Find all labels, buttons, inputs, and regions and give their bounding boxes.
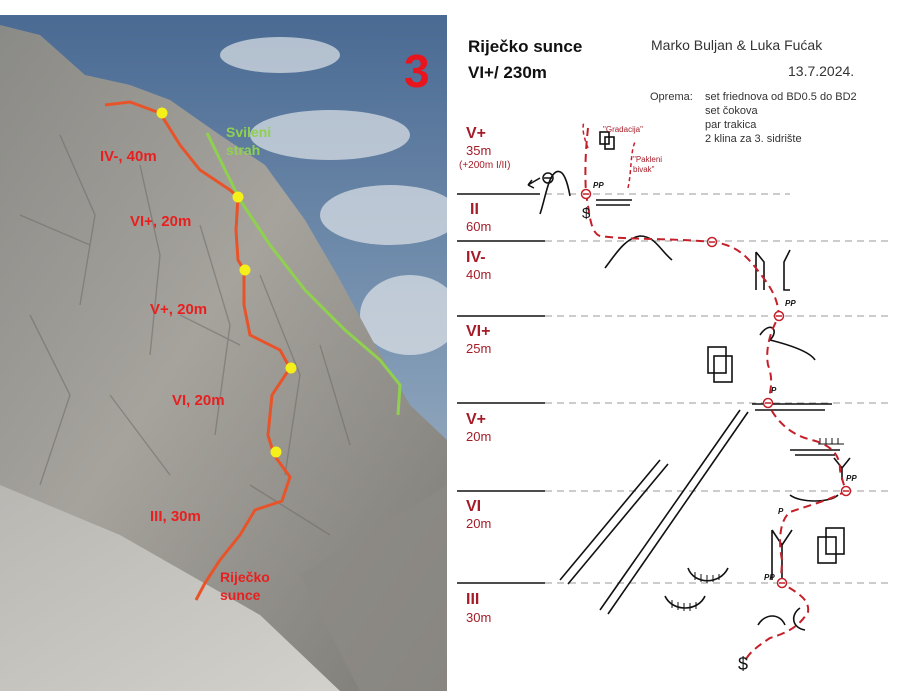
anchor-labels: PP PP P PP P PP <box>593 181 857 582</box>
scree-slope <box>0 485 340 691</box>
pitch-3-grade: IV- <box>466 249 486 266</box>
exit-path-gradacija <box>582 121 589 149</box>
neighbor-route-line <box>205 132 402 416</box>
roof <box>759 326 816 361</box>
arete <box>604 235 673 269</box>
start-symbol: $ <box>738 654 748 674</box>
pitch-6-length: 20m <box>466 516 491 531</box>
pitch-divider-dashes <box>545 193 888 584</box>
route-date: 13.7.2024. <box>788 63 854 79</box>
descent-arrow-icon <box>527 172 554 189</box>
pitch-1-grade: V+ <box>466 125 486 142</box>
exit-label-pakleni: "Pakleni <box>633 155 662 164</box>
block-4 <box>825 527 845 555</box>
gear-list: set friednova od BD0.5 do BD2 set čokova… <box>705 91 860 145</box>
pitch-5-length: 20m <box>466 429 491 444</box>
overhang-arc-1 <box>687 567 729 582</box>
descent-symbol: $ <box>582 205 591 222</box>
pitch-2-grade: II <box>470 201 479 218</box>
overhang-arc-4 <box>757 615 786 626</box>
svg-text:PP: PP <box>593 181 604 190</box>
route-photo: 3 IV-, 40m VI+, 20m V+, 20m VI, 20m III,… <box>0 15 447 691</box>
pitch-4-grade: VI+ <box>466 323 490 340</box>
pitch-7-length: 30m <box>466 610 491 625</box>
belay-bars <box>583 193 849 584</box>
gear-label: Oprema: <box>650 91 693 103</box>
route-title: Riječko sunce <box>468 37 582 56</box>
hatching <box>671 438 844 611</box>
route-grade-length: VI+/ 230m <box>468 63 547 82</box>
block-6 <box>604 136 615 150</box>
pitch-5-grade: V+ <box>466 411 486 428</box>
pitch-label-iii: III, 30m <box>150 508 201 525</box>
belay-symbols <box>580 188 852 589</box>
svg-text:P: P <box>778 507 784 516</box>
route-name-label: Riječko sunce <box>220 569 274 603</box>
pitch-1-note: (+200m I/II) <box>459 160 510 171</box>
block-3 <box>817 536 837 564</box>
block-2 <box>713 355 733 383</box>
pitch-7-grade: III <box>466 591 479 608</box>
clouds <box>220 37 447 355</box>
pitch-label-vi: VI, 20m <box>172 392 225 409</box>
pitch-3-length: 40m <box>466 267 491 282</box>
pitch-label-vi-plus: VI+, 20m <box>130 213 191 230</box>
pitch-grades: V+ 35m (+200m I/II) II 60m IV- 40m VI+ 2… <box>459 125 510 625</box>
pitch-label-v-plus: V+, 20m <box>150 301 207 318</box>
pitch-2-length: 60m <box>466 219 491 234</box>
terrain-features <box>539 131 851 631</box>
exit-path-pakleni-bivak <box>627 139 637 189</box>
belay-stations <box>156 107 297 458</box>
pitch-label-iv-minus: IV-, 40m <box>100 148 157 165</box>
pitch-dividers <box>457 193 545 584</box>
upper-corner-left <box>755 251 765 290</box>
lower-right-rock <box>300 485 447 691</box>
upper-corner-right <box>783 249 791 291</box>
svg-text:PP: PP <box>785 299 796 308</box>
svg-text:PP: PP <box>846 474 857 483</box>
pitch-4-length: 25m <box>466 341 491 356</box>
exit-label-gradacija: "Gradacija" <box>603 125 643 134</box>
svg-text:P: P <box>771 386 777 395</box>
summit-pinnacle <box>539 170 571 215</box>
pitch-1-length: 35m <box>466 143 491 158</box>
rock-face <box>0 25 447 691</box>
bracket <box>792 607 806 631</box>
route-line <box>584 127 848 665</box>
rock-texture <box>19 134 351 536</box>
block-1 <box>707 346 727 374</box>
svg-text:PP: PP <box>764 573 775 582</box>
route-line <box>104 100 292 601</box>
overhang-arc-2 <box>664 595 706 609</box>
exit-label-bivak: bivak" <box>633 165 655 174</box>
topo-number: 3 <box>404 45 430 97</box>
route-topo: Riječko sunce VI+/ 230m Marko Buljan & L… <box>457 37 888 674</box>
neighbor-route-label: Svileni strah <box>226 124 275 158</box>
route-authors: Marko Buljan & Luka Fućak <box>651 37 823 53</box>
pitch-6-grade: VI <box>466 498 481 515</box>
